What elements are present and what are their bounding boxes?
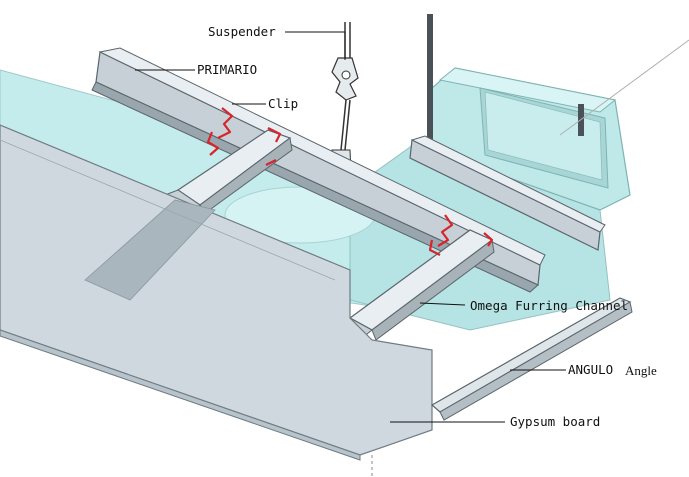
- label-omega: Omega Furring Channel: [470, 298, 628, 313]
- clip-5: [437, 214, 454, 247]
- reference-line: [559, 39, 689, 136]
- clip-1: [217, 107, 234, 139]
- cross-channel: [409, 135, 606, 251]
- clip-4: [265, 159, 277, 166]
- label-angle: Angle: [625, 363, 657, 378]
- clips: [206, 107, 494, 256]
- clip-7: [483, 232, 494, 247]
- clip-3: [267, 127, 282, 143]
- primary-channel: [91, 47, 546, 293]
- label-clip: Clip: [268, 96, 298, 111]
- label-angulo: ANGULO: [568, 362, 613, 377]
- label-gypsum: Gypsum board: [510, 414, 600, 429]
- label-primario: PRIMARIO: [197, 62, 257, 77]
- angle-profile: [430, 297, 633, 421]
- clip-6: [428, 239, 441, 256]
- leader-lines: [135, 31, 566, 423]
- air-duct: [429, 67, 631, 211]
- clip-2: [206, 131, 220, 156]
- gypsum-board: [0, 124, 433, 461]
- label-suspender: Suspender: [208, 24, 276, 39]
